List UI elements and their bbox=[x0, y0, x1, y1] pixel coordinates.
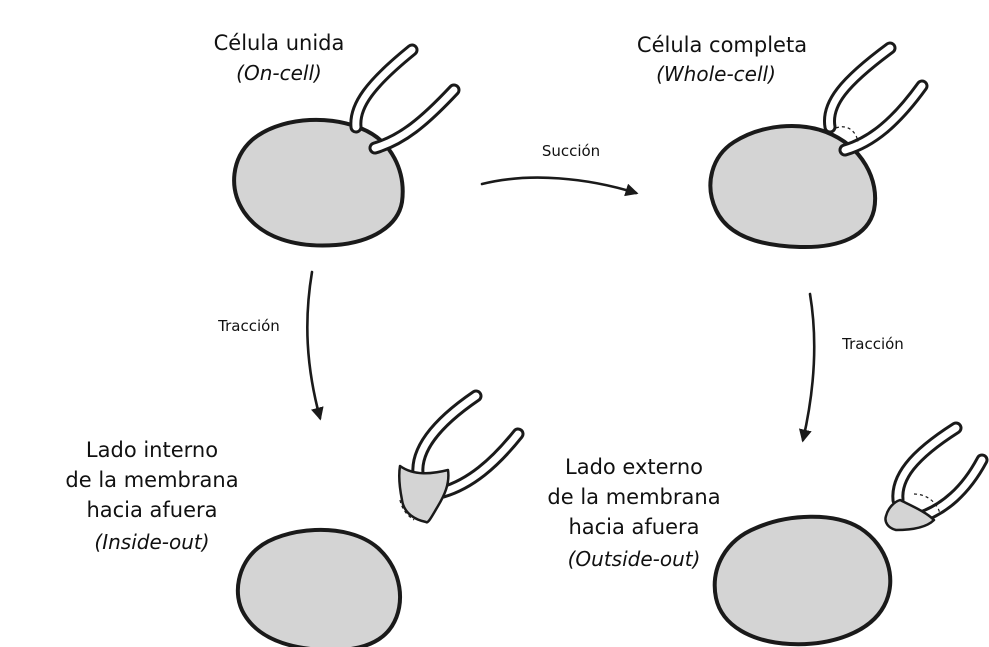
outside-out-cell bbox=[712, 514, 893, 647]
on-cell-pipette bbox=[349, 43, 461, 155]
whole-cell-panel: Célula completa (Whole-cell) bbox=[637, 33, 929, 250]
outside-out-subtitle: (Outside-out) bbox=[568, 547, 701, 571]
inside-out-subtitle: (Inside-out) bbox=[94, 530, 209, 554]
outside-out-panel: Lado externo de la membrana hacia afuera… bbox=[547, 421, 989, 647]
whole-cell-cell bbox=[708, 124, 878, 250]
inside-out-line3: hacia afuera bbox=[86, 498, 217, 522]
on-cell-panel: Célula unida (On-cell) bbox=[214, 31, 461, 248]
suction-label: Succión bbox=[542, 142, 600, 160]
traction-arrow-right: Tracción bbox=[798, 292, 904, 443]
traction-arrow-left: Tracción bbox=[217, 270, 324, 421]
outside-out-patch bbox=[884, 498, 936, 532]
suction-arrow: Succión bbox=[480, 142, 639, 197]
whole-cell-subtitle: (Whole-cell) bbox=[656, 62, 776, 86]
traction-left-label: Tracción bbox=[217, 317, 280, 335]
whole-cell-pipette bbox=[822, 41, 929, 157]
inside-out-line1: Lado interno bbox=[86, 438, 218, 462]
inside-out-cell bbox=[235, 528, 403, 647]
outside-out-pipette bbox=[884, 421, 989, 532]
outside-out-line1: Lado externo bbox=[565, 455, 703, 479]
on-cell-subtitle: (On-cell) bbox=[236, 61, 322, 85]
on-cell-cell bbox=[232, 117, 405, 248]
on-cell-title: Célula unida bbox=[214, 31, 345, 55]
inside-out-pipette bbox=[397, 389, 525, 524]
whole-cell-title: Célula completa bbox=[637, 33, 807, 57]
inside-out-panel: Lado interno de la membrana hacia afuera… bbox=[65, 389, 525, 647]
inside-out-line2: de la membrana bbox=[65, 468, 238, 492]
outside-out-line2: de la membrana bbox=[547, 485, 720, 509]
outside-out-line3: hacia afuera bbox=[568, 515, 699, 539]
traction-right-label: Tracción bbox=[841, 335, 904, 353]
inside-out-patch bbox=[397, 464, 450, 524]
